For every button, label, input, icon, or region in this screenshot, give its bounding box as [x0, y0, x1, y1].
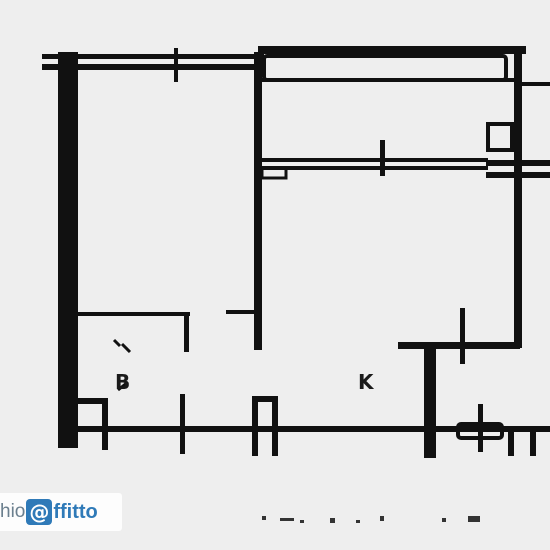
immobiliare-at-logo-icon: @ — [26, 499, 53, 525]
outer-left-wall — [58, 52, 78, 448]
top-wall-right — [258, 46, 526, 82]
bottom-faint-marks — [262, 516, 480, 523]
watermark-suffix: ffitto — [53, 500, 98, 523]
watermark-prefix: hio — [0, 501, 26, 522]
interior-wall-center — [254, 52, 262, 350]
watermark-logo: hio @ ffitto — [0, 493, 122, 531]
bathroom-partition — [78, 310, 256, 352]
interior-wall-horizontal — [260, 140, 488, 180]
room-label-bathroom: B — [115, 370, 131, 394]
top-wall-left — [42, 48, 264, 82]
bottom-wall — [60, 394, 550, 456]
room-label-kitchen: K — [358, 370, 374, 394]
right-wall — [486, 46, 550, 348]
fixture-marks — [112, 338, 132, 392]
